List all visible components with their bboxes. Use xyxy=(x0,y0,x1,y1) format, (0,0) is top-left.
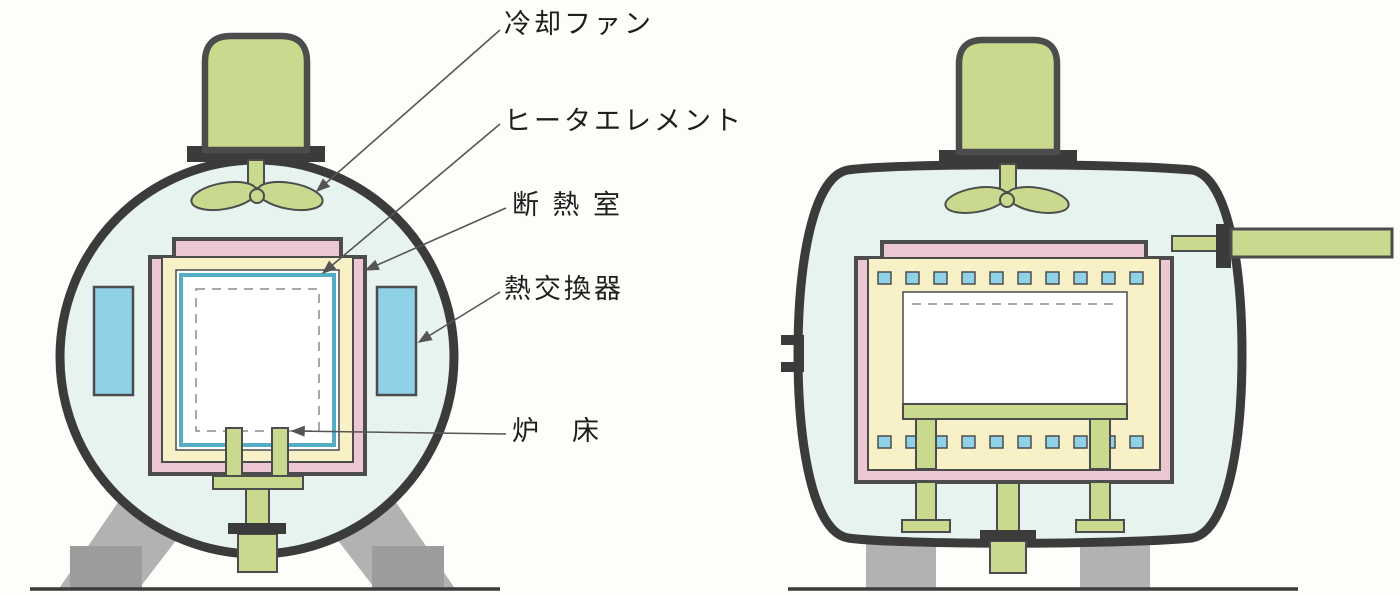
hearth-plate xyxy=(902,403,1128,420)
fan-hub-side xyxy=(999,192,1015,208)
bottom-flange-side xyxy=(980,530,1036,541)
support-foot-right xyxy=(372,546,444,590)
label-heat-exchanger: 熱交換器 xyxy=(504,274,624,304)
heater-element-square xyxy=(933,271,948,285)
heat-exchanger-right xyxy=(375,285,418,397)
heater-element-square xyxy=(1045,271,1060,285)
base-support xyxy=(237,533,278,573)
hearth-post-left xyxy=(225,427,243,479)
leader-line-heat-exchanger xyxy=(417,291,501,343)
pedestal-left xyxy=(915,481,937,523)
heater-element-square xyxy=(905,271,920,285)
heater-element-square xyxy=(989,271,1004,285)
heat-exchanger-left xyxy=(92,285,135,397)
heater-element-band xyxy=(179,273,336,447)
heater-element-square xyxy=(1101,271,1116,285)
label-cooling-fan: 冷却ファン xyxy=(504,9,654,39)
leader-line-heater-element xyxy=(321,123,501,275)
leader-line-insulation-chamber xyxy=(364,207,507,271)
leader-line-hearth xyxy=(290,425,507,437)
heater-element-square xyxy=(877,271,892,285)
bottom-flange xyxy=(228,523,286,534)
callout-insulation-chamber: 断 熱 室 xyxy=(364,190,623,271)
callout-heat-exchanger: 熱交換器 xyxy=(417,274,624,343)
heater-element-square xyxy=(1129,271,1144,285)
heater-element-square xyxy=(1017,271,1032,285)
loading-rod-flange xyxy=(1216,224,1231,268)
hearth-leg-left xyxy=(915,418,937,470)
label-hearth: 炉 床 xyxy=(512,416,602,446)
leader-line-cooling-fan xyxy=(315,29,501,193)
heater-element-square xyxy=(877,435,892,449)
callouts: 冷却ファン ヒータエレメント 断 熱 室 熱交換器 炉 床 xyxy=(290,9,744,446)
support-foot-left xyxy=(70,546,142,590)
hearth-leg-right xyxy=(1089,418,1111,470)
label-insulation-chamber: 断 熱 室 xyxy=(512,190,623,220)
pedestal-right xyxy=(1089,481,1111,523)
pedestal-foot-right xyxy=(1075,519,1125,533)
side-port-flange-top xyxy=(781,335,800,345)
side-port-flange-bottom xyxy=(781,362,800,372)
front-view xyxy=(30,32,500,591)
chamber-wall-side xyxy=(902,291,1128,419)
fan-hub-front xyxy=(249,188,265,204)
heater-element-square xyxy=(1045,435,1060,449)
fan-motor-side xyxy=(955,36,1061,156)
fan-motor-front xyxy=(201,32,311,154)
base-support-side xyxy=(989,540,1027,574)
callout-heater-element: ヒータエレメント xyxy=(321,106,744,275)
callout-hearth: 炉 床 xyxy=(290,416,602,446)
fan-shaft-side xyxy=(999,163,1017,193)
chamber-opening-dashed xyxy=(195,288,320,432)
heater-element-square xyxy=(1073,435,1088,449)
loading-rod xyxy=(1229,227,1394,259)
side-view xyxy=(781,36,1394,591)
label-heater-element: ヒータエレメント xyxy=(504,106,744,136)
callout-cooling-fan: 冷却ファン xyxy=(315,9,654,193)
hearth-column xyxy=(245,488,270,526)
hearth-column-side xyxy=(996,481,1020,533)
heater-element-square xyxy=(989,435,1004,449)
pedestal-foot-left xyxy=(901,519,951,533)
heater-element-square xyxy=(1017,435,1032,449)
loading-rod-inner xyxy=(1171,235,1219,252)
hearth-post-right xyxy=(271,427,289,479)
heater-element-square xyxy=(1129,435,1144,449)
heater-element-square xyxy=(961,435,976,449)
side-port-body xyxy=(795,335,804,372)
heater-element-square xyxy=(961,271,976,285)
heater-element-square xyxy=(1073,271,1088,285)
chamber-wall-front xyxy=(175,269,340,451)
hearth-base-plate xyxy=(212,475,304,490)
